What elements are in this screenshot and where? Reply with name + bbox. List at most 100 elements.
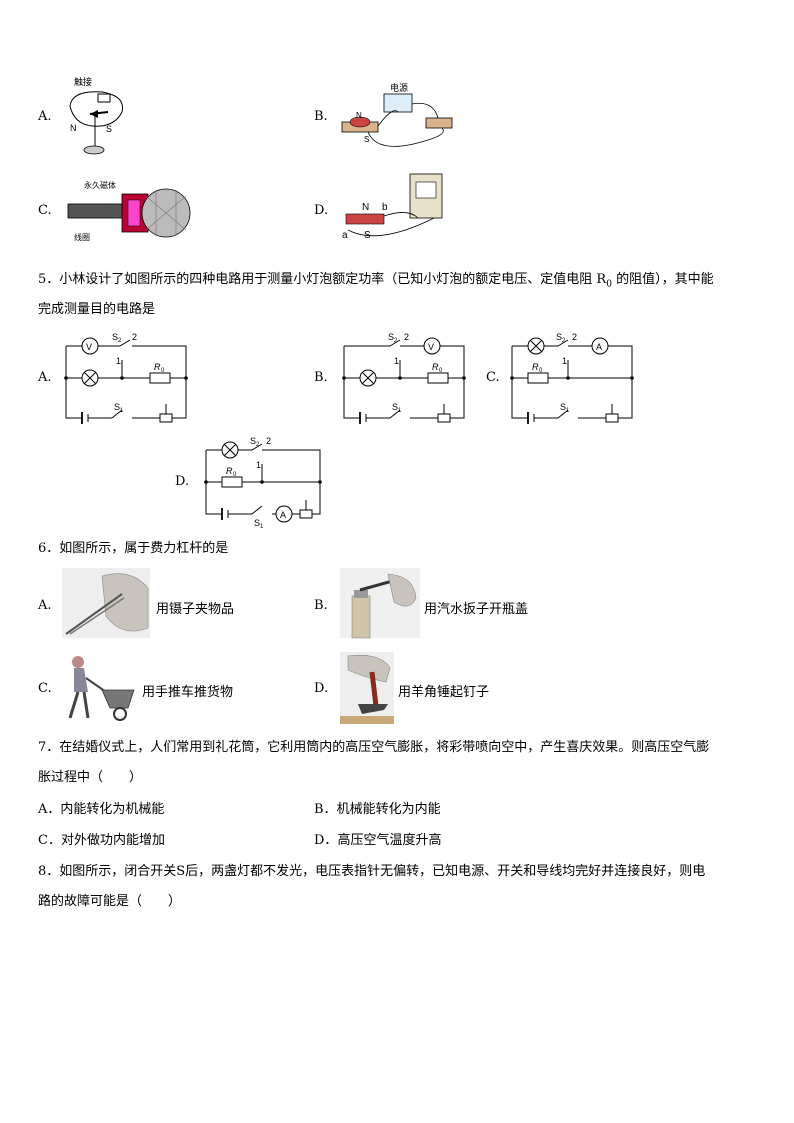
- switch-position-2: 2: [404, 332, 409, 342]
- switch-position-1: 1: [394, 356, 399, 366]
- switch-position-1: 1: [562, 356, 567, 366]
- q6-number: 6．: [38, 541, 60, 556]
- q6-text: 如图所示，属于费力杠杆的是: [59, 541, 229, 556]
- circuit-a-letter: A.: [38, 370, 52, 385]
- q6-option-a-letter: A.: [38, 598, 52, 613]
- switch-s2-label: S: [388, 332, 394, 342]
- q5-number: 5．: [38, 272, 60, 287]
- wheelbarrow-photo: [68, 656, 135, 721]
- q6-option-b-caption: 用汽水扳子开瓶盖: [424, 602, 529, 617]
- q6-option-c-caption: 用手推车推货物: [142, 685, 234, 700]
- r0-label: R: [432, 362, 439, 372]
- bottle-opener-photo: [340, 568, 420, 639]
- r0-subscript: 0: [606, 279, 612, 290]
- q7-option-d-text: 高压空气温度升高: [337, 833, 442, 848]
- pole-s-label: S: [106, 124, 112, 134]
- pole-n-label: N: [356, 111, 362, 120]
- terminal-b-label: b: [382, 202, 388, 213]
- r0-subscript: 0: [161, 368, 165, 374]
- q6-option-b-letter: B.: [314, 598, 328, 613]
- figure-label-chujie: 触接: [74, 76, 92, 87]
- switch-s1-subscript: 1: [398, 408, 402, 414]
- q7-option-d[interactable]: D．高压空气温度升高: [314, 833, 441, 849]
- q7-option-a[interactable]: A．内能转化为机械能: [38, 802, 164, 818]
- q4-option-c-letter: C.: [38, 203, 52, 218]
- voltmeter-symbol: V: [428, 342, 434, 352]
- r0-subscript: 0: [233, 472, 237, 478]
- q8-number: 8．: [38, 864, 60, 879]
- q5-text-part1: 小林设计了如图所示的四种电路用于测量小灯泡额定功率（已知小灯泡的额定电压、定值电…: [59, 272, 607, 287]
- switch-position-2: 2: [572, 332, 577, 342]
- circuit-a-diagram: V S 2 2 1 R 0 S 1: [64, 332, 188, 424]
- circuit-c-letter: C.: [486, 370, 500, 385]
- terminal-a-label: a: [342, 230, 348, 241]
- r0-subscript: 0: [439, 368, 443, 374]
- switch-s2-label: S: [112, 332, 118, 342]
- switch-s1-label: S: [114, 402, 120, 412]
- circuit-b-letter: B.: [314, 370, 328, 385]
- r0-label: R: [226, 466, 233, 476]
- q7-option-d-letter: D．: [314, 833, 338, 848]
- tweezers-photo: [62, 568, 150, 638]
- label-permanent-magnet: 永久磁体: [84, 180, 116, 190]
- switch-s1-label: S: [560, 402, 566, 412]
- switch-s2-subscript: 2: [118, 338, 122, 344]
- q7-stem-line1: 7．在结婚仪式上，人们常用到礼花筒，它利用筒内的高压空气膨胀，将彩带喷向空中，产…: [38, 740, 768, 756]
- q7-option-a-text: 内能转化为机械能: [60, 802, 165, 817]
- switch-s1-label: S: [392, 402, 398, 412]
- pole-s-label: S: [364, 135, 369, 144]
- q8-stem-line2: 路的故障可能是（ ）: [38, 894, 182, 909]
- q6-option-c-letter: C.: [38, 681, 52, 696]
- switch-s2-label: S: [250, 436, 256, 446]
- ammeter-symbol: A: [596, 342, 602, 352]
- switch-s1-subscript: 1: [120, 408, 124, 414]
- q5-stem-line1: 5．小林设计了如图所示的四种电路用于测量小灯泡额定功率（已知小灯泡的额定电压、定…: [38, 272, 768, 293]
- r0-subscript: 0: [539, 368, 543, 374]
- q5-text-part2: 的阻值），其中能: [611, 272, 714, 287]
- ammeter-symbol: A: [280, 510, 286, 520]
- switch-s2-subscript: 2: [256, 442, 260, 448]
- r0-label: R: [154, 362, 161, 372]
- label-coil: 线圈: [74, 232, 90, 242]
- claw-hammer-photo: [340, 652, 394, 724]
- voltmeter-symbol: V: [86, 342, 92, 352]
- switch-position-1: 1: [256, 460, 261, 470]
- figure-label-dianyuan: 电源: [390, 82, 408, 93]
- q7-option-b-letter: B．: [314, 802, 337, 817]
- q4-option-b-letter: B.: [314, 109, 328, 124]
- switch-s1-subscript: 1: [566, 408, 570, 414]
- q7-stem-line2: 胀过程中（ ）: [38, 770, 143, 785]
- switch-s2-label: S: [556, 332, 562, 342]
- switch-s1-label: S: [254, 518, 260, 528]
- q4-option-d-letter: D.: [314, 203, 329, 218]
- q4-option-a-letter: A.: [38, 109, 52, 124]
- pole-n-label: N: [362, 202, 369, 213]
- q7-option-c[interactable]: C．对外做功内能增加: [38, 833, 165, 849]
- switch-position-1: 1: [116, 356, 121, 366]
- q6-option-d-caption: 用羊角锤起钉子: [398, 685, 490, 700]
- q6-stem: 6．如图所示，属于费力杠杆的是: [38, 541, 228, 557]
- switch-s2-subscript: 2: [394, 338, 398, 344]
- q7-option-c-letter: C．: [38, 833, 61, 848]
- q7-number: 7．: [38, 740, 60, 755]
- r0-label: R: [532, 362, 539, 372]
- q6-option-a-caption: 用镊子夹物品: [156, 602, 235, 617]
- pole-n-label: N: [70, 123, 77, 133]
- q6-option-d-letter: D.: [314, 681, 329, 696]
- circuit-b-diagram: V S 2 2 1 R 0 S 1: [342, 332, 466, 424]
- switch-s2-subscript: 2: [562, 338, 566, 344]
- switch-position-2: 2: [132, 332, 137, 342]
- galvanometer-magnet-figure: N b S a: [342, 173, 443, 241]
- q8-stem-line1: 8．如图所示，闭合开关S后，两盏灯都不发光，电压表指针无偏转，已知电源、开关和导…: [38, 864, 768, 880]
- q7-option-b-text: 机械能转化为内能: [336, 802, 441, 817]
- switch-position-2: 2: [266, 436, 271, 446]
- oersted-experiment-figure: 触接 N S: [69, 76, 124, 155]
- electromagnet-power-figure: 电源 N S: [341, 82, 453, 147]
- q5-stem-line2: 完成测量目的电路是: [38, 302, 156, 317]
- q7-option-a-letter: A．: [38, 802, 61, 817]
- q7-text-part1: 在结婚仪式上，人们常用到礼花筒，它利用筒内的高压空气膨胀，将彩带喷向空中，产生喜…: [59, 740, 710, 755]
- q7-option-b[interactable]: B．机械能转化为内能: [314, 802, 441, 818]
- microphone-cutaway-figure: 永久磁体 线圈: [67, 180, 191, 242]
- circuit-d-letter: D.: [175, 474, 190, 489]
- q8-text-part1: 如图所示，闭合开关S后，两盏灯都不发光，电压表指针无偏转，已知电源、开关和导线均…: [59, 864, 706, 879]
